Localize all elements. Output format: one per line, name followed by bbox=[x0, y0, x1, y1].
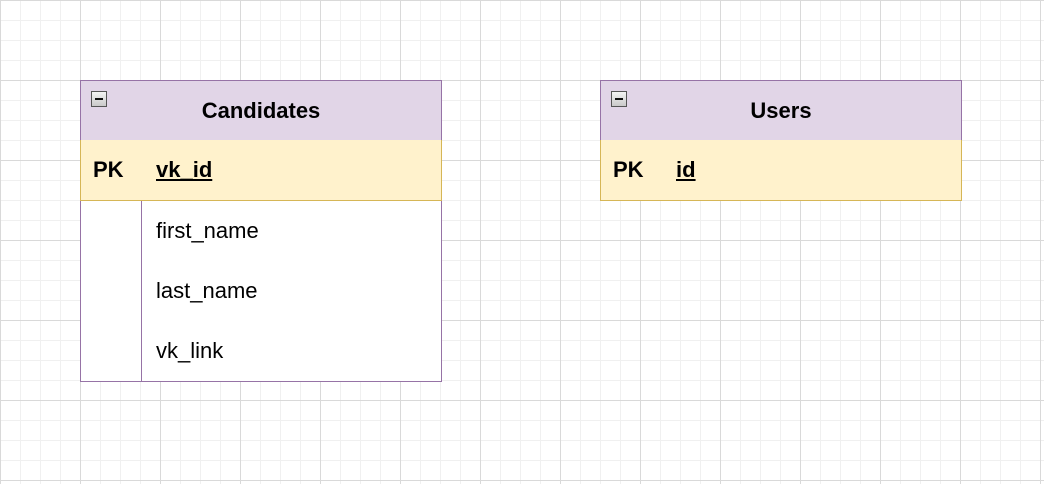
entity-title: Candidates bbox=[201, 97, 321, 123]
collapse-icon[interactable] bbox=[611, 91, 627, 107]
primary-key-row[interactable]: PK vk_id bbox=[80, 140, 442, 201]
attribute-row[interactable]: vk_link bbox=[156, 338, 224, 363]
pk-label: PK bbox=[93, 157, 124, 182]
attribute-row[interactable]: last_name bbox=[156, 278, 258, 303]
collapse-icon[interactable] bbox=[91, 91, 107, 107]
entity-candidates[interactable]: Candidates PK vk_id first_name last_name… bbox=[80, 80, 442, 382]
key-column-divider bbox=[141, 201, 142, 381]
primary-key-row[interactable]: PK id bbox=[600, 140, 962, 201]
pk-field-name: id bbox=[676, 157, 696, 182]
pk-field-name: vk_id bbox=[156, 157, 213, 182]
entity-users[interactable]: Users PK id bbox=[600, 80, 962, 202]
entity-title: Users bbox=[750, 97, 812, 123]
attribute-row[interactable]: first_name bbox=[156, 218, 259, 243]
attribute-list: first_name last_name vk_link bbox=[80, 201, 442, 382]
entity-header[interactable]: Candidates bbox=[80, 80, 442, 141]
entity-header[interactable]: Users bbox=[600, 80, 962, 141]
pk-label: PK bbox=[613, 157, 644, 182]
